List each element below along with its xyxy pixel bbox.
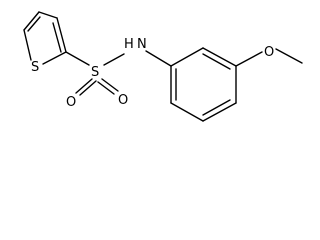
bond-c2-s1 [42,51,67,65]
bond-sulfonyl-o-left-b [79,80,97,96]
bond-b4-b5 [202,102,237,122]
bond-sulfonyl-o-right-a [101,78,119,92]
bond-b1-b2 [170,47,204,67]
bond-sulfonyl-o-right-b [97,81,115,95]
sulfonyl-sulfur-label: S [91,65,99,80]
chemical-structure: S S O O H N O [23,11,303,122]
bond-c4-c3 [38,11,58,19]
bond-c2-sulfonyl [65,51,90,66]
bond-b2-b3 [202,47,237,67]
bond-sulfonyl-o-left-a [75,78,93,94]
bond-c5-c4-inner [27,16,41,32]
bond-b2-b3-inner [202,53,231,70]
thiophene-ring [23,11,67,65]
bond-s1-c5 [23,29,32,61]
bond-c3-c2 [56,17,67,53]
bond-nitrogen-phenyl [145,50,172,67]
thiophene-sulfur-label: S [31,60,39,75]
bond-b5-b6 [170,102,204,122]
bond-methoxy-methyl [275,48,303,64]
methoxy-oxygen-label: O [264,45,274,60]
bond-b4-b5-inner [202,99,231,116]
bond-ring-methoxy-oxygen [235,51,263,67]
sulfonyl-oxygen-left-label: O [66,95,76,110]
bond-sulfonyl-nitrogen [103,53,125,66]
hydrogen-label: H [124,37,134,52]
bond-c5-c4 [23,11,40,31]
sulfonyl-oxygen-right-label: O [118,93,128,108]
bond-c3-c2-inner [52,22,62,53]
nitrogen-label: N [137,37,147,52]
benzene-ring [170,47,237,122]
